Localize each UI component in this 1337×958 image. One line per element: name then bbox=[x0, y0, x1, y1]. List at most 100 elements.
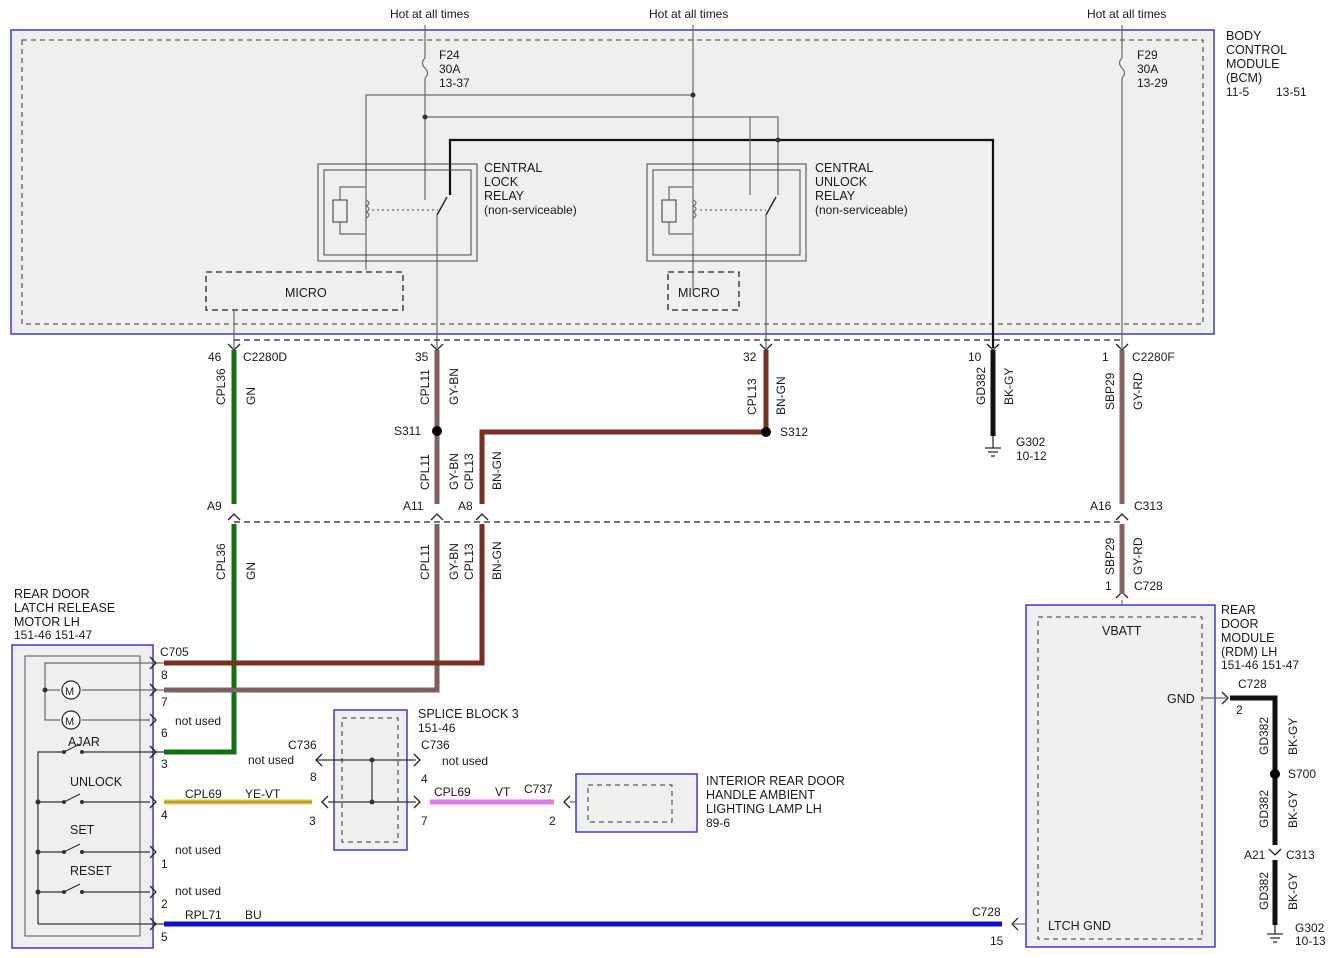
lamp-box bbox=[575, 773, 698, 833]
c313-label: C313 bbox=[1134, 499, 1163, 513]
circuit-cpl69-b: CPL69 bbox=[434, 785, 471, 799]
s311-label: S311 bbox=[394, 424, 421, 438]
g302-top-label: G302 bbox=[1016, 435, 1046, 449]
bcm-title-3: MODULE bbox=[1226, 57, 1279, 71]
pin-l2: 2 bbox=[549, 814, 556, 828]
g302-bottom-label: G302 bbox=[1295, 921, 1325, 935]
circuit-sbp29-top: SBP29 bbox=[1103, 372, 1117, 410]
pin-sb3: 3 bbox=[309, 814, 316, 828]
relay-wire bbox=[339, 186, 366, 200]
pin-10: 10 bbox=[968, 350, 982, 364]
color-gybn-top: GY-BN bbox=[447, 368, 461, 405]
color-bkgy-top: BK-GY bbox=[1002, 368, 1016, 405]
c736-right-label: C736 bbox=[421, 738, 450, 752]
circuit-cpl36-top: CPL36 bbox=[214, 368, 228, 405]
not-used-1: not used bbox=[175, 714, 221, 728]
color-gyrd-top: GY-RD bbox=[1131, 372, 1145, 410]
motor-inner-box bbox=[24, 655, 141, 937]
rdm-title-4: (RDM) LH bbox=[1221, 645, 1277, 659]
color-bngn-mid: BN-GN bbox=[490, 451, 504, 490]
color-gyrd-bot: GY-RD bbox=[1131, 537, 1145, 575]
splice-s311 bbox=[432, 426, 442, 436]
f29-ref: 13-29 bbox=[1137, 76, 1168, 90]
pin-1-c728: 1 bbox=[1105, 579, 1112, 593]
f29-rating: 30A bbox=[1137, 62, 1158, 76]
circuit-gd382-c: GD382 bbox=[1257, 872, 1271, 910]
circuit-gd382-a: GD382 bbox=[1257, 717, 1271, 755]
switch-reset-label: RESET bbox=[70, 864, 112, 878]
rdm-inner-boundary bbox=[1037, 616, 1203, 940]
circuit-cpl36-bot: CPL36 bbox=[214, 543, 228, 580]
ground-symbol-g302-bottom bbox=[1267, 925, 1283, 943]
hot-label-2: Hot at all times bbox=[649, 7, 728, 21]
pin-a21: A21 bbox=[1244, 848, 1266, 862]
splice-block-ref: 151-46 bbox=[418, 721, 456, 735]
color-gybn-mid: GY-BN bbox=[447, 453, 461, 490]
ground-symbol-g302-top bbox=[985, 436, 1001, 457]
f24-rating: 30A bbox=[439, 62, 460, 76]
pin-32: 32 bbox=[743, 350, 757, 364]
f24-ref: 13-37 bbox=[439, 76, 470, 90]
pin-15: 15 bbox=[990, 934, 1004, 948]
rdm-title-2: DOOR bbox=[1221, 617, 1259, 631]
relay-wire bbox=[668, 186, 693, 200]
s312-label: S312 bbox=[780, 425, 808, 439]
unlock-relay-switch-icon bbox=[765, 196, 777, 216]
rdm-gnd-label: GND bbox=[1167, 692, 1195, 706]
fuse-f29-icon bbox=[1118, 57, 1126, 79]
f29-name: F29 bbox=[1137, 48, 1158, 62]
bcm-title-4: (BCM) bbox=[1226, 71, 1262, 85]
pin-m6: 6 bbox=[161, 726, 168, 740]
unlock-relay-note: (non-serviceable) bbox=[815, 203, 908, 217]
junction-dot bbox=[422, 114, 428, 120]
c705-label: C705 bbox=[160, 645, 189, 659]
lock-relay-note: (non-serviceable) bbox=[484, 203, 577, 217]
pin-1: 1 bbox=[1102, 350, 1109, 364]
unlock-relay-outer bbox=[646, 163, 807, 262]
motor-ref: 151-46 151-47 bbox=[14, 628, 92, 642]
upper-circuit-labels: CPL36 GN CPL11 GY-BN CPL13 BN-GN GD382 B… bbox=[214, 367, 1145, 490]
circuit-cpl11-mid: CPL11 bbox=[418, 454, 432, 490]
lock-relay-title-3: RELAY bbox=[484, 189, 525, 203]
hot-label-3: Hot at all times bbox=[1087, 7, 1166, 21]
pin-a11: A11 bbox=[403, 499, 424, 513]
c313-lower-chevron bbox=[1268, 848, 1282, 856]
wire-cpl11-gybn-lower bbox=[164, 524, 440, 693]
color-bkgy-a: BK-GY bbox=[1286, 718, 1300, 755]
color-gybn-bot: GY-BN bbox=[447, 543, 461, 580]
circuit-cpl11-top: CPL11 bbox=[418, 369, 432, 405]
lock-relay-title-1: CENTRAL bbox=[484, 161, 542, 175]
circuit-rpl71: RPL71 bbox=[185, 908, 222, 922]
micro-box-1 bbox=[205, 271, 404, 311]
rdm-latch-gnd-label: LTCH GND bbox=[1048, 919, 1111, 933]
s700-label: S700 bbox=[1288, 767, 1316, 781]
rdm-ref: 151-46 151-47 bbox=[1221, 658, 1299, 672]
pin-g2: 2 bbox=[1236, 703, 1243, 717]
color-yevt: YE-VT bbox=[245, 787, 281, 801]
color-gn-bot: GN bbox=[244, 562, 258, 580]
lamp-inner bbox=[587, 784, 673, 823]
motor-module-box bbox=[11, 644, 154, 949]
unlock-relay-feed bbox=[425, 116, 779, 195]
rdm-title-1: REAR bbox=[1221, 603, 1256, 617]
pin-m2: 2 bbox=[161, 897, 168, 911]
bcm-ref-1: 11-5 bbox=[1226, 85, 1249, 99]
lock-relay-winding-icon bbox=[364, 199, 370, 219]
lamp-title-3: LIGHTING LAMP LH bbox=[706, 802, 822, 816]
c737-label: C737 bbox=[524, 782, 553, 796]
c2280d-label: C2280D bbox=[243, 350, 287, 364]
relay-wire bbox=[339, 222, 366, 235]
switch-set-label: SET bbox=[70, 823, 95, 837]
splice-block-in-chevron bbox=[321, 795, 329, 809]
pin-sb7: 7 bbox=[421, 814, 428, 828]
rdm-vbatt-label: VBATT bbox=[1102, 624, 1142, 638]
pin-46: 46 bbox=[208, 350, 222, 364]
switch-contact-dots bbox=[35, 750, 84, 895]
splice-s700 bbox=[1270, 769, 1280, 779]
bcm-title-1: BODY bbox=[1226, 29, 1262, 43]
c728-top-label: C728 bbox=[1134, 579, 1163, 593]
wire-cpl13-bngn-splice bbox=[479, 429, 766, 504]
circuit-cpl13-top: CPL13 bbox=[745, 378, 759, 415]
pin-m1: 1 bbox=[161, 857, 168, 871]
lamp-chevron bbox=[563, 795, 571, 809]
